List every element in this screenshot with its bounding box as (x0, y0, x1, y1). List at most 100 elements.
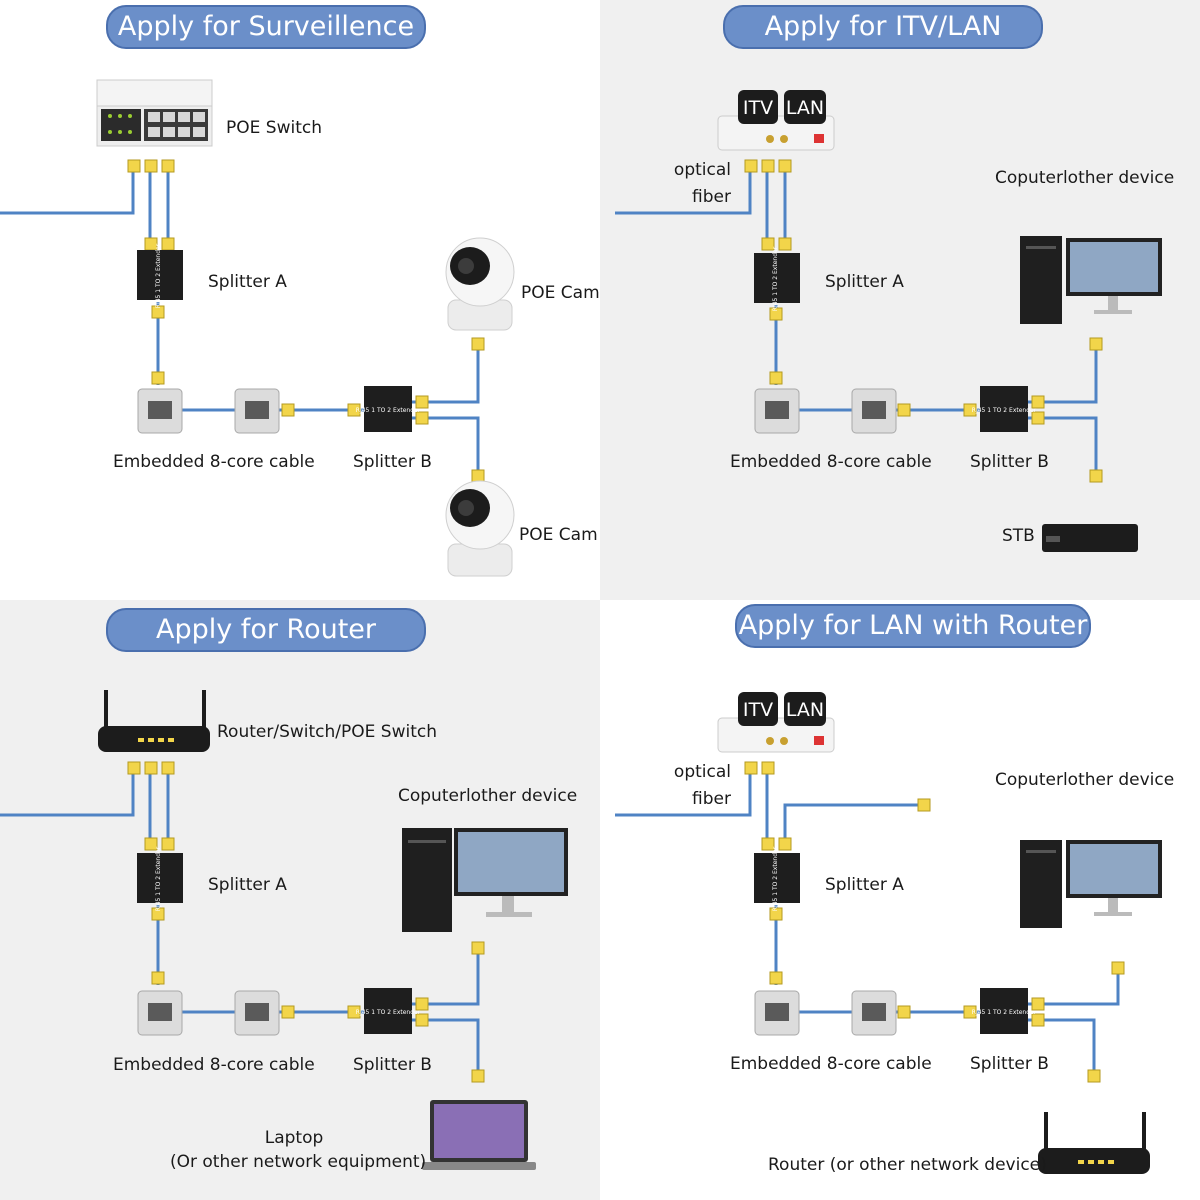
wall-jack-icon (754, 990, 800, 1036)
poe-cam-label: POE Cam (519, 525, 598, 545)
embedded-cable-label: Embedded 8-core cable (113, 452, 315, 472)
connector (144, 159, 158, 173)
desktop-computer-icon (402, 828, 568, 932)
panel-router-art-part-part (347, 1005, 361, 1019)
router-icon-part (202, 690, 206, 730)
computer-label: Coputerlother device (995, 168, 1175, 188)
poe-switch-icon-part (108, 114, 132, 134)
wall-jack-icon-part (148, 1003, 172, 1021)
panel-surveillence-art: RJ45 1 TO 2 Extender RJ45 1 TO 2 Extende… (0, 79, 515, 577)
panel-itv-lan-art-part-part (1089, 469, 1103, 483)
splitter-a-icon: RJ45 1 TO 2 Extender (137, 846, 183, 911)
panel-itv-lan-art-part-part (769, 371, 783, 385)
wall-jack-icon (234, 388, 280, 434)
panel-router: RJ45 1 TO 2 Extender RJ45 1 TO 2 Extende… (0, 600, 600, 1200)
desktop-computer-icon-part (1108, 296, 1118, 310)
embedded-cable-label: Embedded 8-core cable (730, 1054, 932, 1074)
connector (471, 469, 485, 483)
panel-lan-with-router-art-part-part (778, 837, 792, 851)
wall-jack-icon-part (765, 1003, 789, 1021)
poe-cam-icon (445, 480, 515, 577)
splitter-a-label: Splitter A (825, 875, 904, 895)
router-icon-part-part (158, 738, 164, 742)
router-icon-part (1142, 1112, 1146, 1152)
computer-label: Coputerlother device (995, 770, 1175, 790)
wall-jack-icon (234, 990, 280, 1036)
router-cable (1028, 1018, 1096, 1075)
router-icon-part (1044, 1112, 1048, 1152)
router-icon-part-part (168, 738, 174, 742)
splitter-b-icon: RJ45 1 TO 2 Extender (356, 988, 421, 1034)
panel-lan-with-router-art-part (615, 772, 1120, 1075)
poe-switch-icon-part-part (178, 127, 190, 137)
splitter-a-label: Splitter A (208, 272, 287, 292)
panel-router-art-part-part (144, 837, 158, 851)
optical-label: optical (673, 762, 731, 782)
splitter-b-icon: RJ45 1 TO 2 Extender (356, 386, 421, 432)
splitter-a-label: Splitter A (825, 272, 904, 292)
panel-itv-lan-art-part-part (963, 403, 977, 417)
router-icon-part (138, 738, 174, 742)
splitter-a-icon-part (754, 253, 800, 303)
optical-modem-icon-part (766, 135, 774, 143)
optical-modem-icon-part (814, 736, 824, 745)
port-itv-label: ITV (743, 699, 773, 721)
poe-switch-icon-part-part (148, 127, 160, 137)
router-icon (98, 690, 210, 752)
wall-jack-icon (851, 388, 897, 434)
panel-lan-with-router-art-part-part (917, 798, 931, 812)
panel-router-art-part-part (151, 907, 165, 921)
splitter-b-print: RJ45 1 TO 2 Extender (972, 1009, 1037, 1016)
splitter-a-print: RJ45 1 TO 2 Extender (772, 846, 779, 911)
poe-switch-icon-part-part (148, 112, 160, 122)
splitter-b-print: RJ45 1 TO 2 Extender (972, 407, 1037, 414)
panel-surveillence-art-part (127, 159, 485, 483)
computer-label: Coputerlother device (398, 786, 578, 806)
router-label: Router (or other network device) (768, 1155, 1047, 1175)
computer-cable (1028, 345, 1098, 404)
fiber-label: fiber (692, 789, 731, 809)
panel-lan-with-router-art-part-part (963, 1005, 977, 1019)
embedded-cable-label: Embedded 8-core cable (730, 452, 932, 472)
laptop-sublabel: (Or other network equipment) (170, 1152, 427, 1172)
splitter-b-print: RJ45 1 TO 2 Extender (356, 1009, 421, 1016)
panel-itv-lan-art-part-part (778, 159, 792, 173)
wall-jack-icon-part (245, 1003, 269, 1021)
desktop-computer-icon-part (1108, 898, 1118, 912)
wall-jack-icon (851, 990, 897, 1036)
desktop-computer-icon (1020, 840, 1162, 928)
panel-lan-with-router-art-part-part (1031, 997, 1045, 1011)
optical-modem-icon-part (784, 692, 826, 726)
splitter-b-icon-part (364, 386, 412, 432)
port-lan-label: LAN (786, 97, 824, 119)
splitter-a-print: RJ45 1 TO 2 Extender (155, 243, 162, 308)
wall-jack-icon (754, 388, 800, 434)
splitter-b-print: RJ45 1 TO 2 Extender (356, 407, 421, 414)
desktop-computer-icon-part (1070, 844, 1158, 894)
panel-itv-lan-art: ITV LAN RJ45 1 TO 2 Extender RJ45 1 TO 2… (615, 90, 1162, 552)
router-label: Router/Switch/POE Switch (217, 722, 437, 742)
connector (281, 403, 295, 417)
stb-label: STB (1002, 526, 1035, 546)
desktop-computer-icon-part (1094, 912, 1132, 916)
stb-icon-part (1046, 536, 1060, 542)
connector (415, 395, 429, 409)
panel-lan-with-router-art-part-part (1087, 1069, 1101, 1083)
router-icon-part-part (1108, 1160, 1114, 1164)
router-icon-part-part (148, 738, 154, 742)
poe-switch-icon-part-part (163, 127, 175, 137)
fiber-cable (615, 772, 752, 817)
desktop-computer-icon-part (1020, 236, 1062, 324)
stb-icon-part (1042, 524, 1138, 552)
panel-itv-lan-art-part-part (1089, 337, 1103, 351)
cam-top-cable (412, 345, 480, 404)
port-lan-label: LAN (786, 699, 824, 721)
wall-jack-icon-part (765, 401, 789, 419)
router-icon-part-part (1098, 1160, 1104, 1164)
desktop-computer-icon-part (1070, 242, 1158, 292)
panel-router-art-part-part (415, 997, 429, 1011)
extra-patch-cable (783, 803, 920, 845)
panel-lan-with-router-art-part-part (1111, 961, 1125, 975)
computer-cable (1028, 970, 1120, 1006)
